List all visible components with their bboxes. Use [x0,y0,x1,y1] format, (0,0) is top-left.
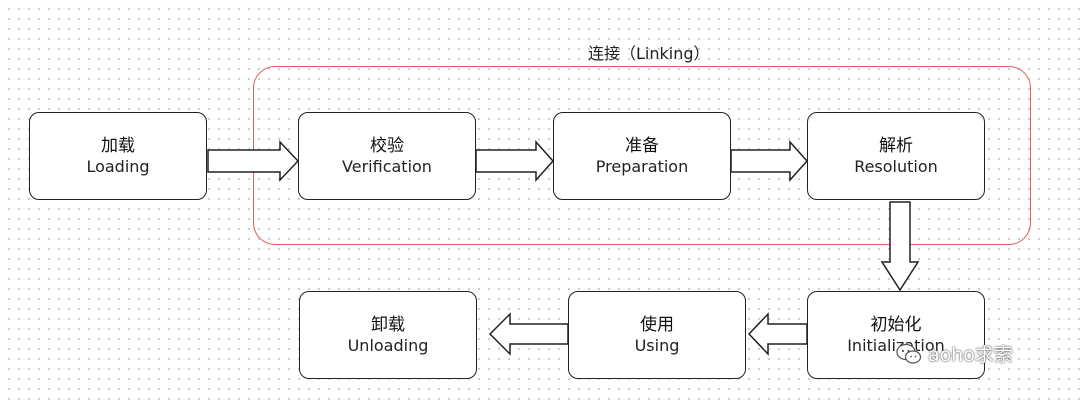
node-loading: 加载 Loading [29,112,207,200]
watermark: aoho求索 [896,340,1013,367]
node-preparation-en: Preparation [595,157,689,176]
node-using-zh: 使用 [640,315,674,335]
watermark-text: aoho求索 [928,344,1013,366]
node-resolution-zh: 解析 [879,136,913,156]
node-loading-en: Loading [86,157,150,176]
node-initialization: 初始化 Initialization [807,291,985,379]
node-unloading-en: Unloading [347,336,429,355]
node-verification-zh: 校验 [370,136,404,156]
node-resolution-en: Resolution [854,157,938,176]
node-preparation-zh: 准备 [625,136,659,156]
node-preparation: 准备 Preparation [553,112,731,200]
wechat-icon [896,343,922,364]
node-unloading-zh: 卸载 [371,315,405,335]
arrow-initialization-to-using [747,312,808,356]
linking-group-label: 连接（Linking） [588,44,710,63]
node-using: 使用 Using [568,291,746,379]
node-initialization-zh: 初始化 [870,315,922,335]
node-verification-en: Verification [342,157,432,176]
node-initialization-en: Initialization [847,336,945,355]
node-resolution: 解析 Resolution [807,112,985,200]
arrow-using-to-unloading [488,312,569,356]
node-unloading: 卸载 Unloading [299,291,477,379]
node-verification: 校验 Verification [298,112,476,200]
node-using-en: Using [634,336,680,355]
node-loading-zh: 加载 [101,136,135,156]
